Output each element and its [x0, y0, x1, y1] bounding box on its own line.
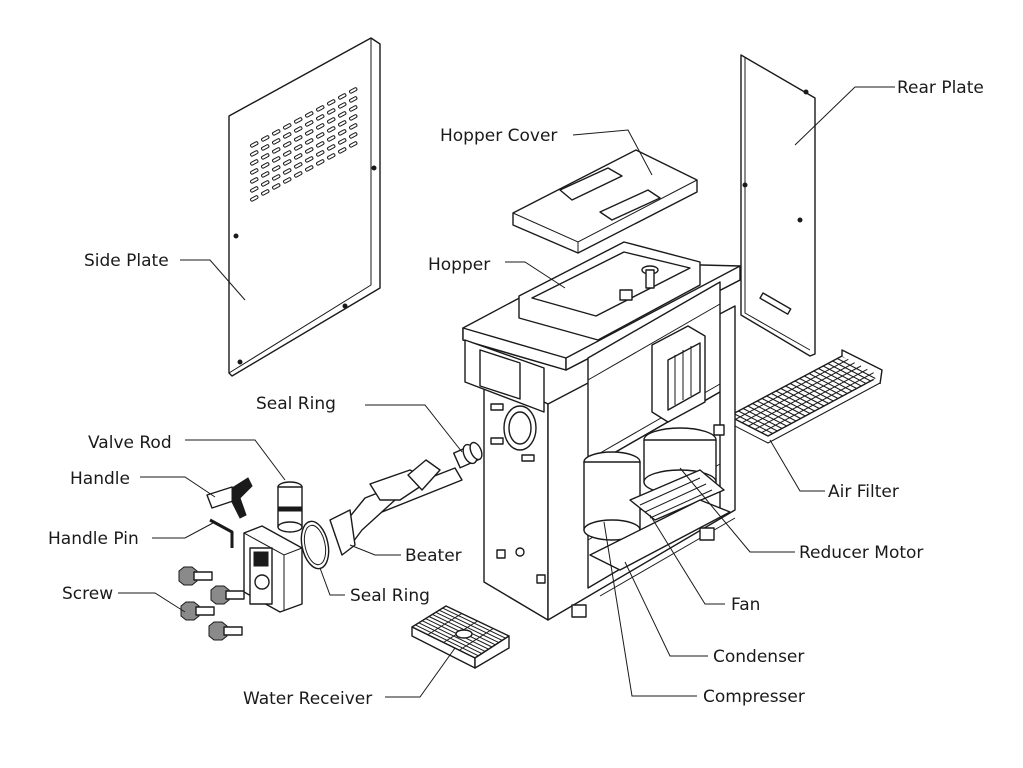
label-beater: Beater [405, 546, 462, 566]
handle-pin-part [209, 518, 234, 548]
label-valve-rod: Valve Rod [88, 433, 172, 453]
valve-body-part [243, 525, 303, 613]
label-compresser: Compresser [703, 687, 805, 707]
hopper-part [518, 241, 701, 341]
rear-plate-part [740, 54, 816, 357]
compressor-part [583, 427, 731, 571]
label-seal-ring-upper: Seal Ring [256, 394, 336, 414]
label-rear-plate: Rear Plate [897, 78, 984, 98]
label-handle: Handle [70, 469, 130, 489]
label-hopper: Hopper [428, 255, 490, 275]
air-filter-part [728, 349, 883, 444]
valve-rod-part [277, 481, 303, 533]
label-handle-pin: Handle Pin [48, 529, 139, 549]
label-reducer-motor: Reducer Motor [799, 543, 923, 563]
seal-ring-upper-part [452, 441, 483, 469]
label-seal-ring-lower: Seal Ring [350, 586, 430, 606]
leader-lines [118, 86, 895, 698]
label-condenser: Condenser [713, 647, 804, 667]
label-hopper-cover: Hopper Cover [440, 126, 557, 146]
label-water-receiver: Water Receiver [243, 689, 372, 709]
labels: Rear Plate Hopper Cover Side Plate Hoppe… [48, 78, 984, 709]
label-fan: Fan [731, 595, 760, 615]
screw-parts [178, 566, 245, 641]
label-side-plate: Side Plate [84, 251, 169, 271]
side-plate-part [228, 37, 381, 377]
water-receiver-part [411, 605, 510, 669]
label-air-filter: Air Filter [828, 482, 899, 502]
hopper-cover-part [512, 149, 698, 254]
beater-part [329, 459, 463, 556]
reducer-motor-part [651, 325, 706, 423]
handle-part [206, 477, 253, 519]
label-screw: Screw [62, 584, 113, 604]
